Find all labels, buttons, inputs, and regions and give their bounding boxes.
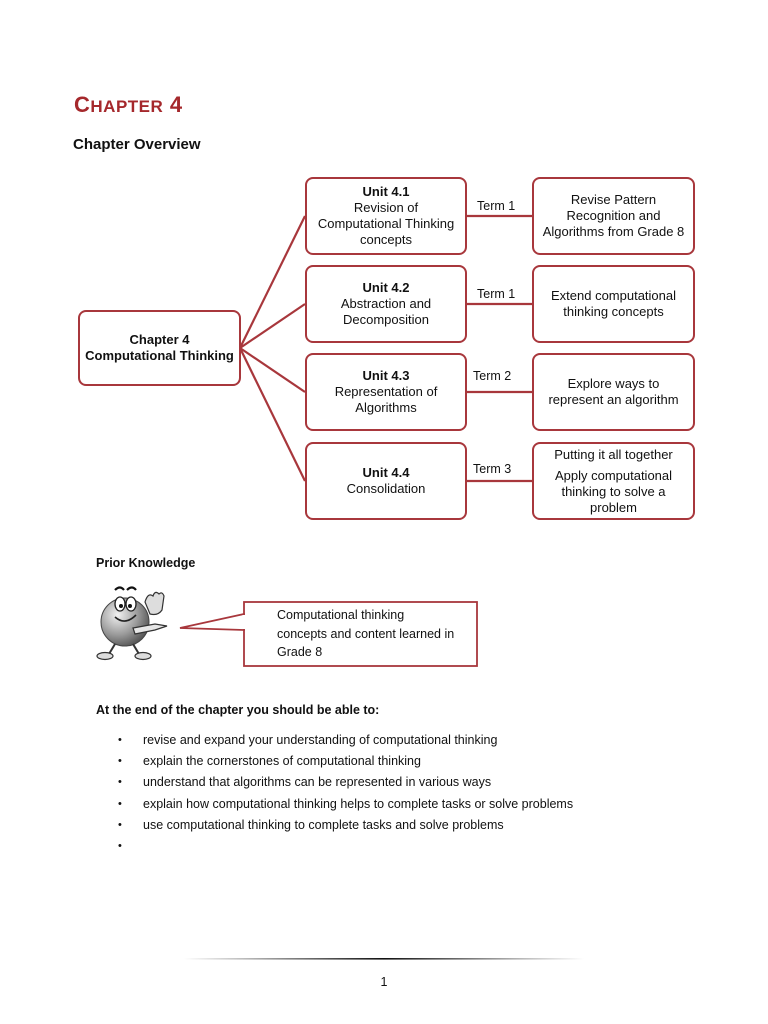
connector-unit-4-1 — [239, 215, 306, 349]
outcome-box-unit-4-4: Putting it all together Apply computatio… — [532, 442, 695, 520]
connector-unit-4-2 — [239, 303, 306, 349]
footer-rule — [184, 958, 584, 960]
outcome-box-unit-4-3: Explore ways to represent an algorithm — [532, 353, 695, 431]
list-item: • — [118, 839, 122, 852]
term-label-unit-4-2: Term 1 — [477, 287, 516, 301]
unit-box-4-4: Unit 4.4 Consolidation — [305, 442, 467, 520]
outcomes-list: •revise and expand your understanding of… — [118, 731, 573, 858]
prior-knowledge-callout: Computational thinking concepts and cont… — [277, 608, 455, 659]
list-item: •explain how computational thinking help… — [118, 796, 574, 811]
unit-box-4-3: Unit 4.3 Representation of Algorithms — [305, 353, 467, 431]
outcome-box-unit-4-1: Revise Pattern Recognition and Algorithm… — [532, 177, 695, 255]
prior-knowledge-heading: Prior Knowledge — [96, 556, 196, 570]
list-item: •explain the cornerstones of computation… — [118, 754, 421, 769]
list-item: •revise and expand your understanding of… — [118, 733, 498, 747]
term-label-unit-4-3: Term 2 — [473, 369, 512, 383]
page-number: 1 — [380, 975, 388, 989]
unit-box-4-2: Unit 4.2 Abstraction and Decomposition — [305, 265, 467, 343]
term-label-unit-4-1: Term 1 — [477, 199, 516, 213]
connector-unit-4-4 — [239, 347, 306, 482]
term-label-unit-4-4: Term 3 — [473, 462, 512, 476]
callout-bubble — [179, 601, 478, 667]
root-box-chapter-4: Chapter 4 Computational Thinking — [78, 310, 241, 386]
unit-box-4-1: Unit 4.1 Revision of Computational Think… — [305, 177, 467, 255]
overview-heading: Chapter Overview — [73, 136, 201, 153]
outcome-box-unit-4-2: Extend computational thinking concepts — [532, 265, 695, 343]
outcomes-heading: At the end of the chapter you should be … — [96, 703, 380, 717]
list-item: •understand that algorithms can be repre… — [118, 775, 492, 790]
connector-unit-4-3 — [239, 347, 306, 393]
pointing-mascot-icon — [93, 582, 173, 667]
chapter-title: CHAPTER 4 — [74, 92, 183, 117]
list-item: •use computational thinking to complete … — [118, 817, 504, 832]
